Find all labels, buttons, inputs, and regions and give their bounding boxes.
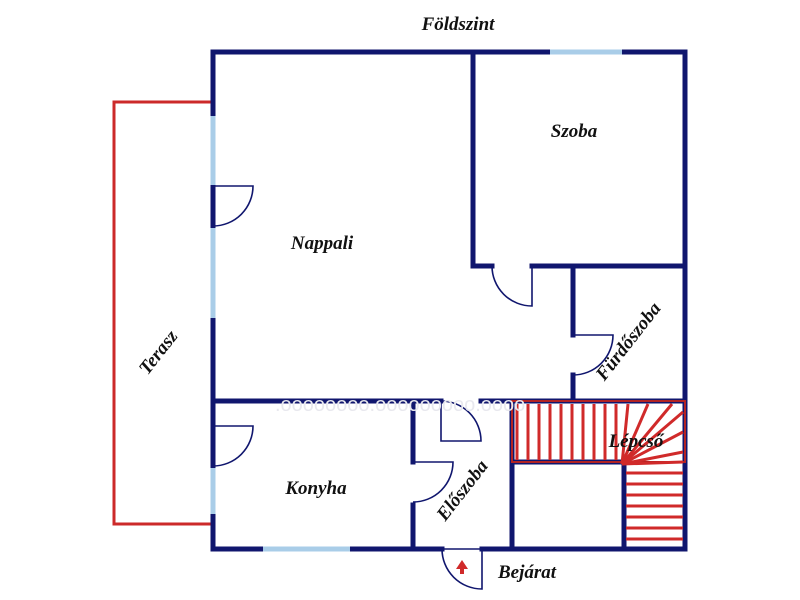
stair-steps-lower: [626, 471, 683, 541]
room-label-terasz: Terasz: [135, 326, 183, 379]
stair-tread: [621, 410, 684, 466]
terrace-outline: [112, 100, 213, 526]
room-label-furdoszoba: Fürdőszoba: [591, 298, 666, 385]
door-nappali-eloszoba: [440, 400, 482, 442]
door-konyha-eloszoba: [412, 461, 454, 503]
watermark-logo: .oooooooo.ooooooooo.oooo: [275, 394, 525, 416]
exterior-walls: [210, 49, 688, 552]
stair-steps-winder: [620, 403, 684, 466]
stair-steps-straight: [515, 404, 618, 460]
room-label-nappali: Nappali: [290, 233, 354, 254]
stair-tread: [620, 403, 650, 465]
stair-tread: [621, 450, 684, 466]
stair-tread: [620, 403, 630, 465]
stair-tread: [621, 460, 684, 466]
entrance-arrow-icon: [456, 560, 468, 574]
door-szoba: [491, 265, 533, 307]
room-label-lepcso: Lépcső: [608, 431, 665, 452]
door-terrace-konyha: [212, 425, 254, 467]
entrance-label: Bejárat: [497, 562, 557, 583]
staircase: [511, 400, 686, 541]
room-label-szoba: Szoba: [551, 121, 598, 142]
interior-walls: [210, 49, 688, 552]
doors: [212, 185, 614, 590]
door-furdoszoba: [572, 334, 614, 376]
windows: [210, 49, 622, 552]
room-label-konyha: Konyha: [284, 478, 347, 499]
stair-tread: [621, 430, 684, 466]
door-terrace-nappali: [212, 185, 254, 227]
stair-tread: [620, 403, 674, 465]
door-entrance: [441, 548, 483, 590]
floor-title: Földszint: [421, 14, 496, 35]
